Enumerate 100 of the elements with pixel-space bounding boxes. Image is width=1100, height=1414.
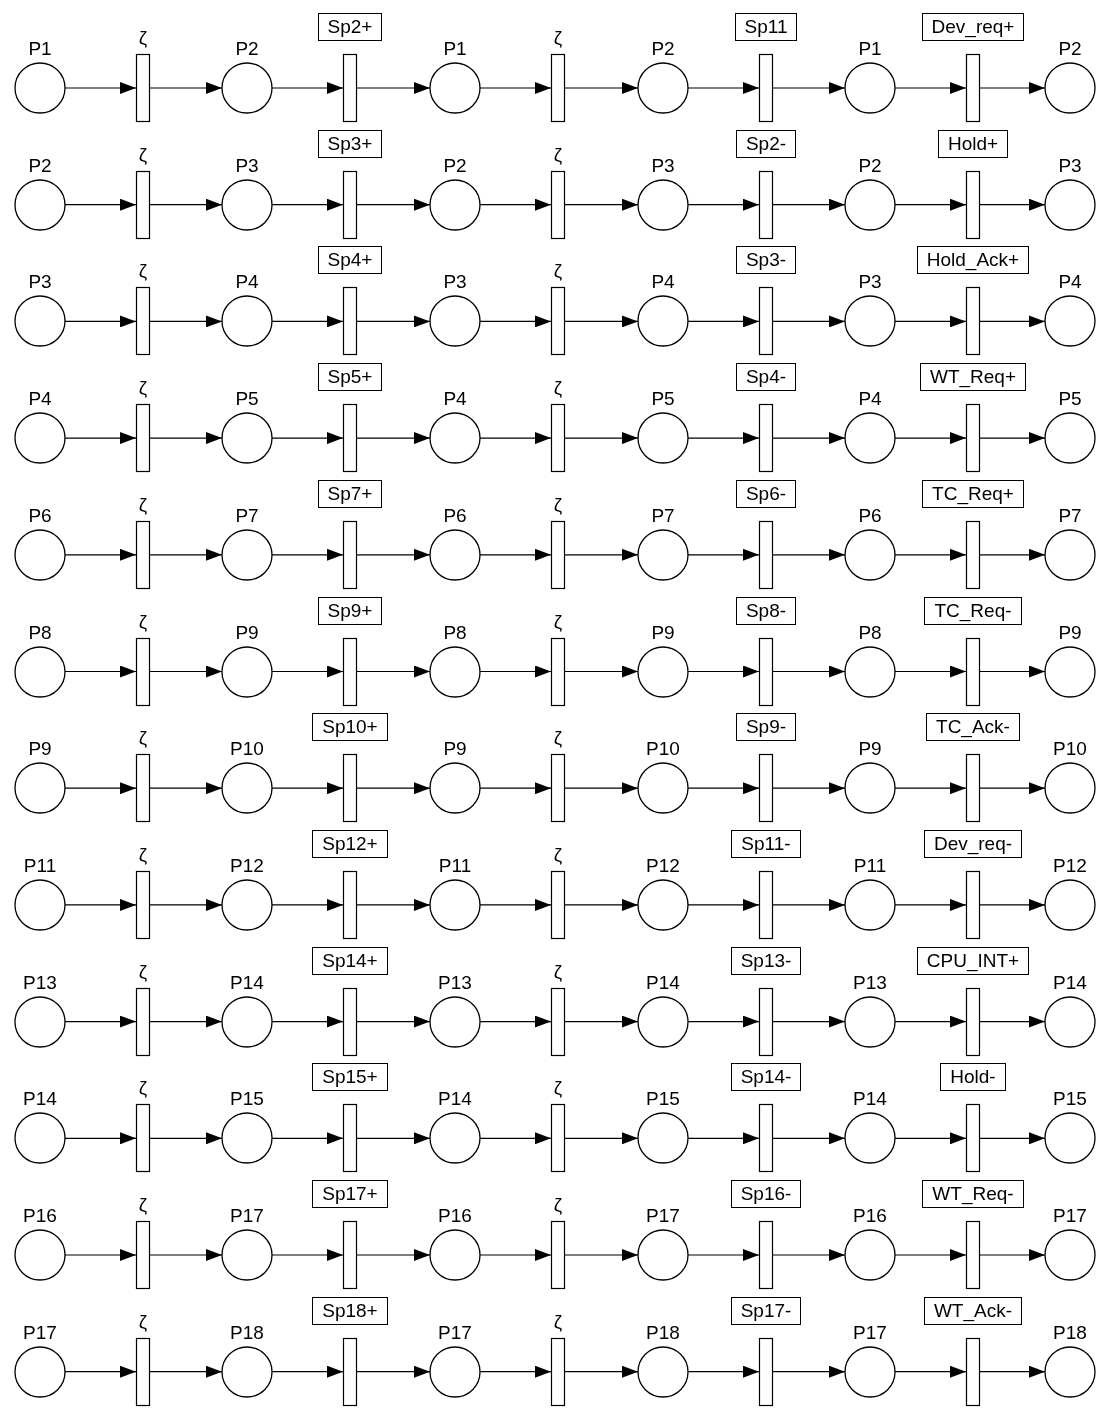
place-label: P8	[27, 621, 53, 644]
transition-label: Sp4-	[735, 363, 797, 392]
arrow	[564, 82, 639, 94]
place-label: P13	[852, 971, 888, 994]
arrow	[772, 1015, 846, 1028]
place-label: P9	[650, 621, 676, 644]
arrow	[979, 432, 1046, 445]
transition-label: Sp6-	[735, 479, 797, 508]
arrow	[356, 1365, 431, 1378]
transition-label: Sp9-	[735, 713, 797, 742]
transition-label: Sp11	[734, 13, 798, 41]
arrow	[564, 782, 639, 795]
arrow	[979, 82, 1046, 94]
arrow	[979, 1365, 1046, 1378]
place-label: P5	[1057, 388, 1083, 411]
place-label: P15	[1052, 1088, 1088, 1111]
place-label: P14	[437, 1088, 473, 1111]
transition-label: ζ	[552, 610, 564, 633]
place-label: P9	[234, 621, 260, 644]
arrow	[356, 1249, 431, 1261]
arrow	[772, 82, 846, 94]
transition-label: CPU_INT+	[916, 946, 1030, 975]
transition-label: Sp17+	[312, 1180, 388, 1208]
transition-label: TC_Ack-	[926, 713, 1020, 742]
arrow	[149, 665, 223, 678]
transition-label: Sp3-	[735, 246, 797, 275]
arrow	[149, 1365, 223, 1378]
transition-label: Sp2+	[317, 13, 383, 41]
transition-label: Sp11-	[731, 829, 801, 858]
arrow	[979, 315, 1046, 328]
transition-label: WT_Req-	[922, 1180, 1024, 1208]
transition-label: ζ	[137, 1194, 149, 1216]
place-label: P13	[22, 971, 58, 994]
transition-label: Sp9+	[317, 596, 383, 625]
arrow	[149, 1249, 223, 1261]
transition-label: ζ	[552, 843, 564, 866]
transition-label: ζ	[552, 377, 564, 400]
place-label: P9	[442, 738, 468, 761]
arrow	[564, 1132, 639, 1145]
transition-label: ζ	[137, 143, 149, 166]
place-label: P1	[442, 38, 468, 60]
transition-label: ζ	[137, 1310, 149, 1333]
transition-label: Hold-	[940, 1063, 1006, 1092]
place-label: P16	[22, 1205, 58, 1227]
transition-label: Sp14-	[730, 1063, 802, 1092]
arrow	[772, 432, 846, 445]
place-label: P9	[1057, 621, 1083, 644]
place-label: P2	[442, 154, 468, 177]
place-label: P14	[22, 1088, 58, 1111]
arrow	[564, 432, 639, 445]
transition-label: Sp2-	[735, 129, 797, 158]
place-label: P17	[852, 1321, 888, 1344]
arrow	[356, 82, 431, 94]
arrow	[772, 1132, 846, 1145]
place-label: P14	[1052, 971, 1088, 994]
arrow	[149, 1132, 223, 1145]
place-label: P1	[27, 38, 53, 60]
place-label: P15	[645, 1088, 681, 1111]
place-label: P6	[27, 504, 53, 527]
arrow	[772, 1249, 846, 1261]
place-label: P5	[234, 388, 260, 411]
place-label: P17	[645, 1205, 681, 1227]
place-label: P11	[437, 854, 473, 877]
place-label: P4	[650, 271, 676, 294]
transition-label: ζ	[552, 143, 564, 166]
place-label: P14	[852, 1088, 888, 1111]
arrow	[356, 782, 431, 795]
arrow	[149, 548, 223, 561]
arrow	[564, 1249, 639, 1261]
place-label: P17	[22, 1321, 58, 1344]
place-label: P2	[650, 38, 676, 60]
place-label: P4	[442, 388, 468, 411]
place-label: P3	[857, 271, 883, 294]
transition-label: TC_Req+	[922, 479, 1024, 508]
place-label: P8	[857, 621, 883, 644]
place-label: P2	[27, 154, 53, 177]
arrow	[356, 898, 431, 911]
arrow	[564, 198, 639, 211]
transition-label: Hold+	[937, 129, 1009, 158]
transition-label: ζ	[137, 610, 149, 633]
place-label: P17	[437, 1321, 473, 1344]
arrow	[356, 665, 431, 678]
arrow	[356, 1015, 431, 1028]
place-label: P3	[1057, 154, 1083, 177]
transition-label: ζ	[137, 1077, 149, 1100]
place-label: P4	[1057, 271, 1083, 294]
arrow	[772, 782, 846, 795]
arrow	[564, 665, 639, 678]
place-label: P10	[1052, 738, 1088, 761]
arrow	[564, 1365, 639, 1378]
arrow	[979, 548, 1046, 561]
place-label: P17	[1052, 1205, 1088, 1227]
place-label: P18	[645, 1321, 681, 1344]
transition-label: WT_Req+	[919, 363, 1027, 392]
place-label: P13	[437, 971, 473, 994]
transition-label: ζ	[137, 493, 149, 516]
transition-label: ζ	[137, 260, 149, 283]
arrow	[979, 1249, 1046, 1261]
place-label: P9	[857, 738, 883, 761]
arrow	[772, 315, 846, 328]
